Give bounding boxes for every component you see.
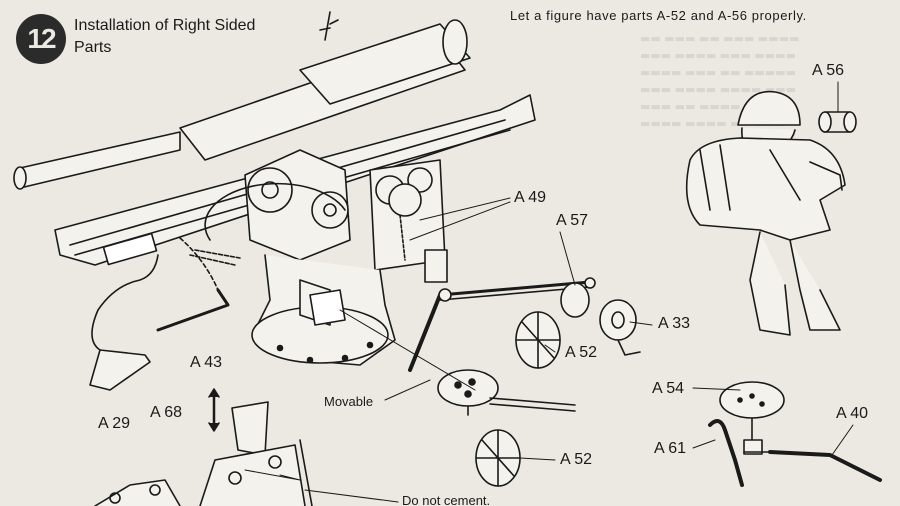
callout-do-not-cement: Do not cement. xyxy=(402,493,491,506)
label-a33: A 33 xyxy=(658,315,691,332)
leader-lines xyxy=(244,81,854,503)
step-title-line1: Installation of Right Sided xyxy=(74,17,256,34)
part-a61-arm xyxy=(708,419,771,487)
pedestal-base xyxy=(251,254,396,366)
gun-barrel xyxy=(13,11,471,190)
part-a33-wheel xyxy=(560,282,641,356)
label-a54: A 54 xyxy=(652,380,685,397)
step-number-badge: 12 xyxy=(16,14,66,64)
part-a68-frame xyxy=(208,388,269,456)
label-a61: A 61 xyxy=(654,440,687,457)
label-a52-top: A 52 xyxy=(565,344,598,361)
part-a40-crank xyxy=(768,450,882,482)
label-a57: A 57 xyxy=(556,212,589,229)
part-a43-rod xyxy=(156,237,230,332)
part-a52-handwheel-upper xyxy=(515,311,561,369)
part-a52-handwheel-lower xyxy=(475,429,521,487)
part-a54-plate-left xyxy=(437,369,576,416)
label-a29: A 29 xyxy=(98,415,131,432)
lower-assembly-panel xyxy=(94,439,313,506)
label-a43: A 43 xyxy=(190,354,223,371)
elevation-mechanism xyxy=(189,149,448,283)
label-a52-bottom: A 52 xyxy=(560,451,593,468)
step-title-line2: Parts xyxy=(74,39,112,56)
part-a29-bracket xyxy=(89,254,159,391)
callout-movable: Movable xyxy=(324,394,374,409)
label-a68: A 68 xyxy=(150,404,183,421)
label-a49: A 49 xyxy=(514,189,547,206)
part-a54-plate-right xyxy=(719,381,785,455)
step-title: Installation of Right Sided Parts xyxy=(74,15,334,59)
label-a56: A 56 xyxy=(812,62,845,79)
label-a40: A 40 xyxy=(836,405,869,422)
soldier-figure xyxy=(685,90,846,336)
bleed-through-text: ▬▬ ▬▬▬ ▬▬ ▬▬▬ ▬▬▬▬▬▬▬ ▬▬▬▬ ▬▬▬ ▬▬▬▬▬▬▬▬ … xyxy=(640,32,800,130)
assembly-note: Let a figure have parts A-52 and A-56 pr… xyxy=(510,8,807,23)
part-a56-cylinder xyxy=(818,111,857,133)
